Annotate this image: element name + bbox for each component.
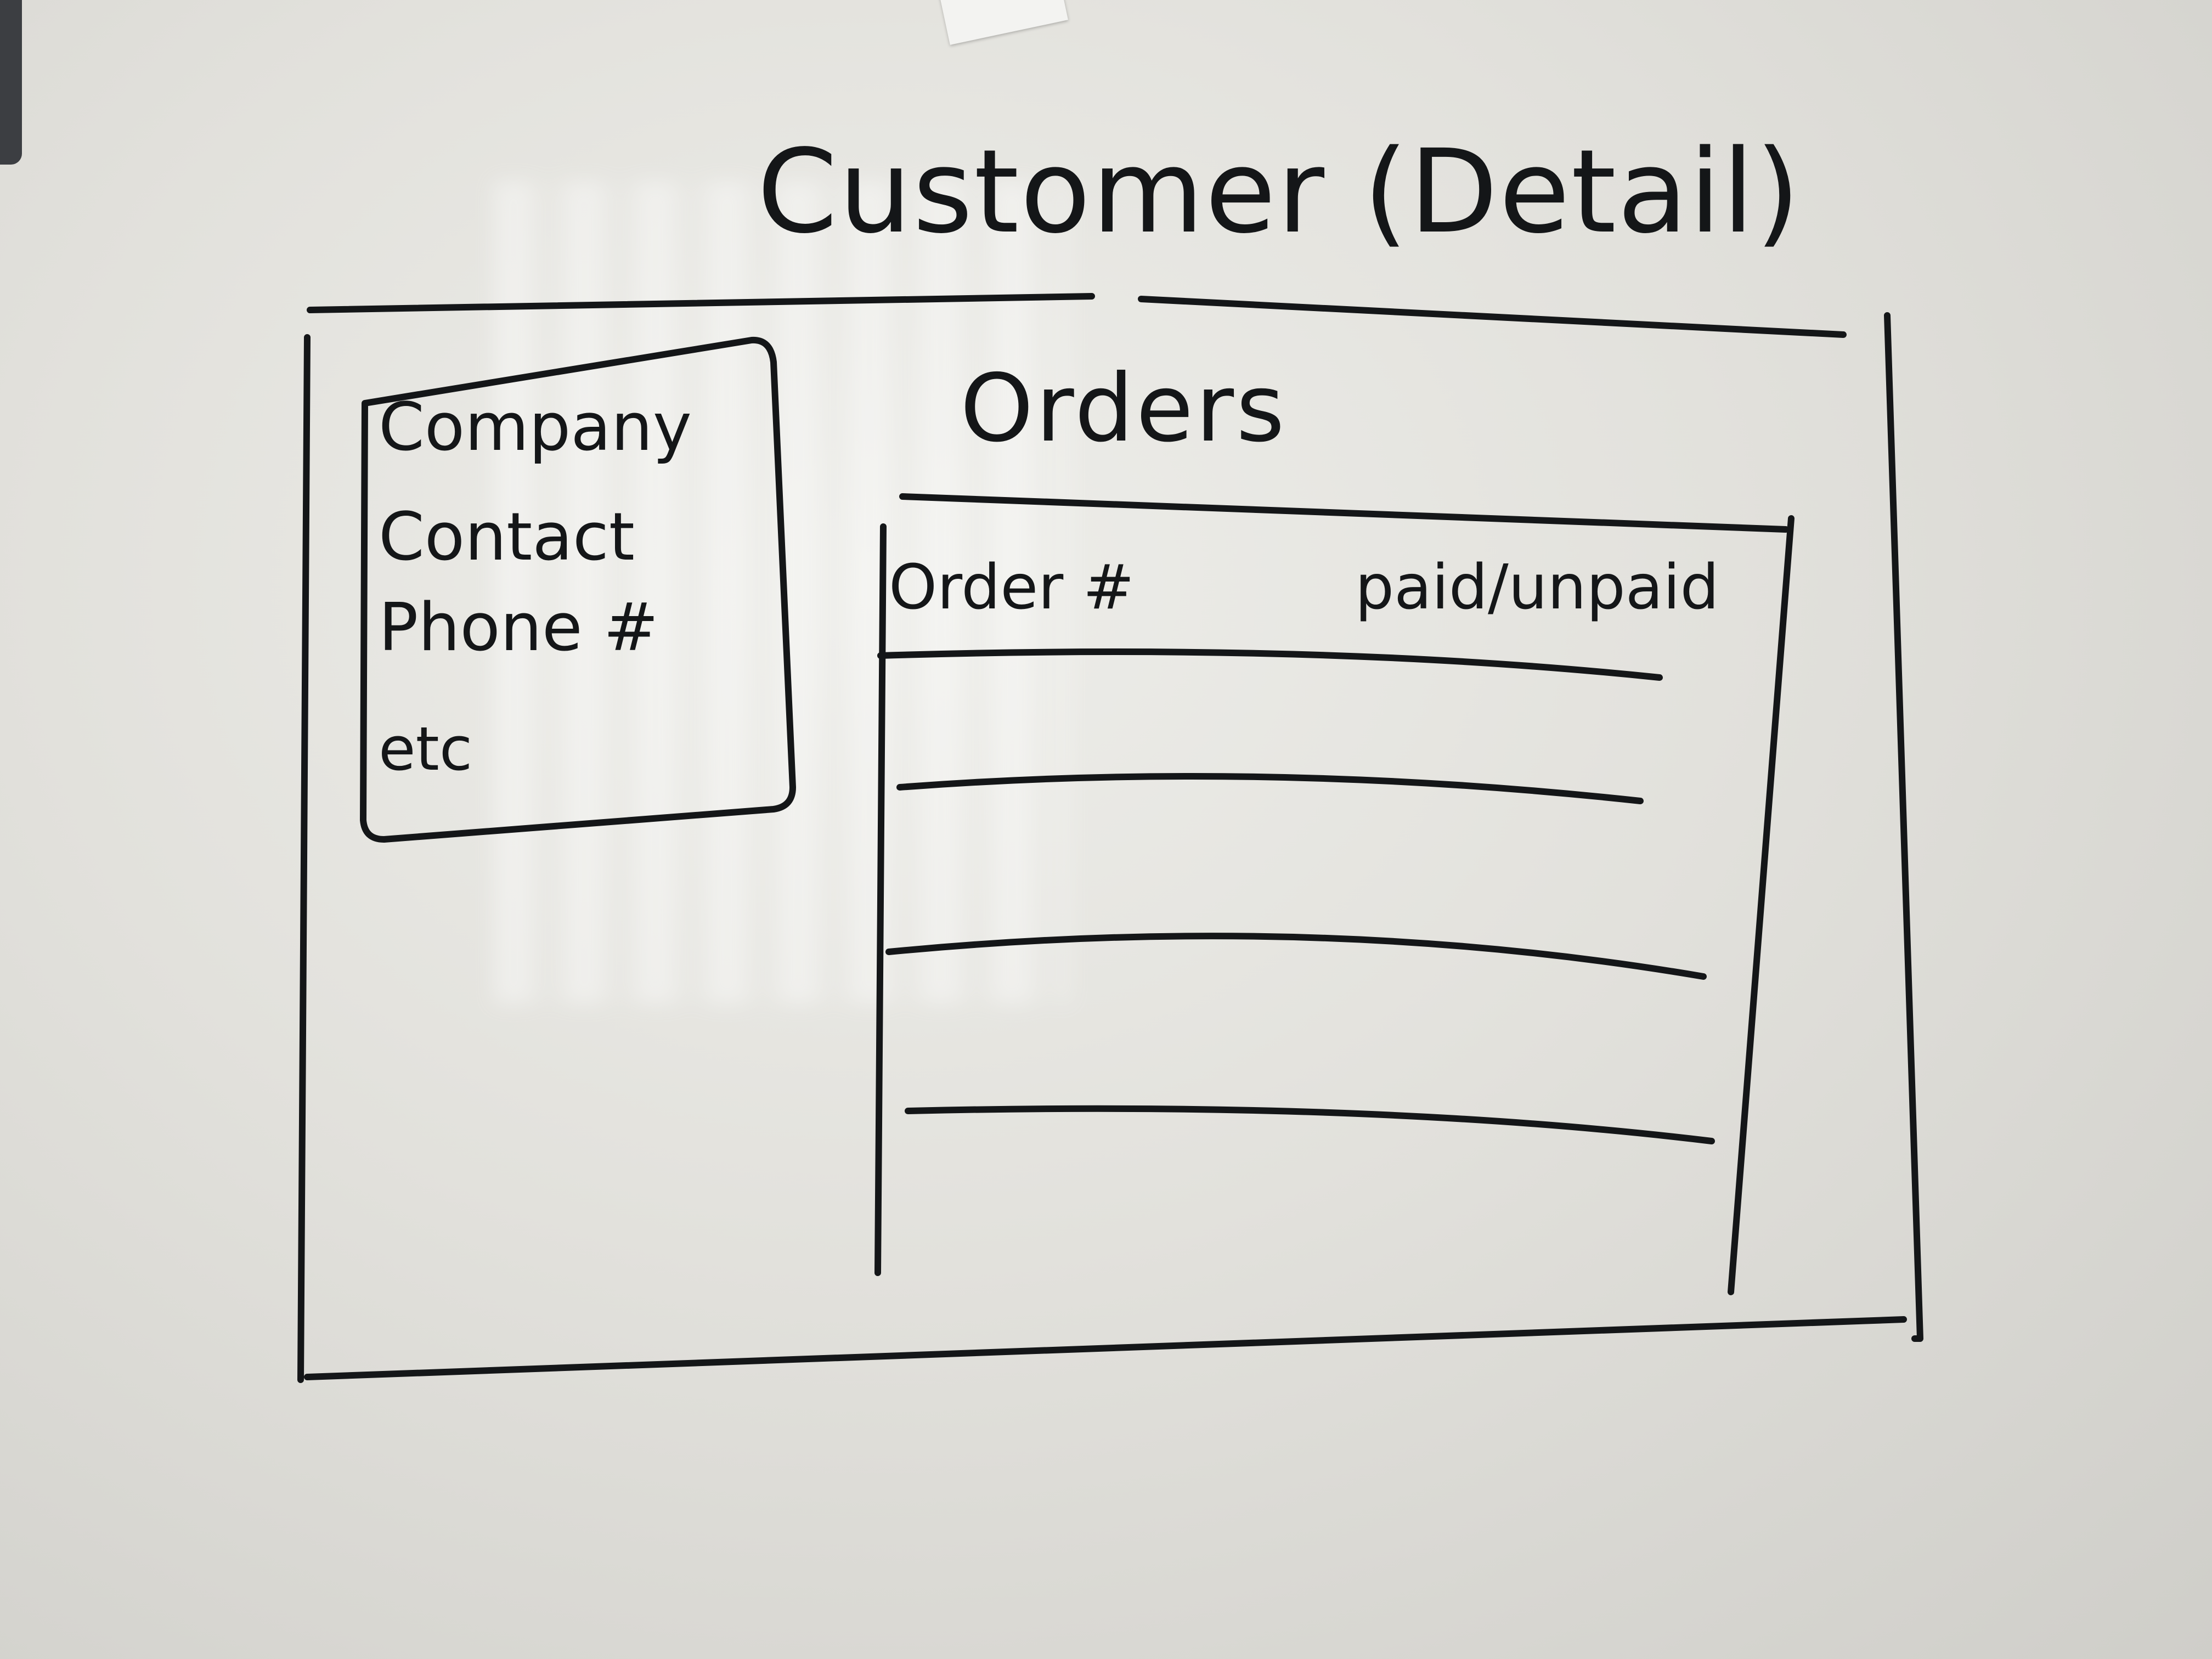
orders-table-left (874, 523, 887, 1276)
field-label-company: Company (379, 390, 692, 466)
orders-table-right (1728, 515, 1795, 1295)
orders-heading: Orders (960, 354, 1287, 463)
order-row-line (885, 933, 1707, 980)
board-frame-corner (0, 0, 22, 165)
page-frame-bottom (304, 1316, 1907, 1380)
orders-table-top (899, 493, 1789, 533)
page-frame-top (307, 293, 1847, 338)
page-frame-left (297, 334, 311, 1383)
page-title: Customer (Detail) (757, 125, 1802, 259)
field-label-phone: Phone # (379, 590, 659, 666)
customer-info-box (360, 336, 796, 843)
field-label-contact: Contact (379, 499, 635, 575)
orders-header-divider (877, 648, 1663, 681)
page-frame-right (1884, 312, 1923, 1342)
field-label-etc: etc (379, 714, 473, 784)
order-row-line (896, 773, 1644, 804)
column-header-order-number: Order # (889, 552, 1135, 623)
column-header-paid-status: paid/unpaid (1355, 552, 1719, 623)
order-row-line (905, 1105, 1715, 1144)
